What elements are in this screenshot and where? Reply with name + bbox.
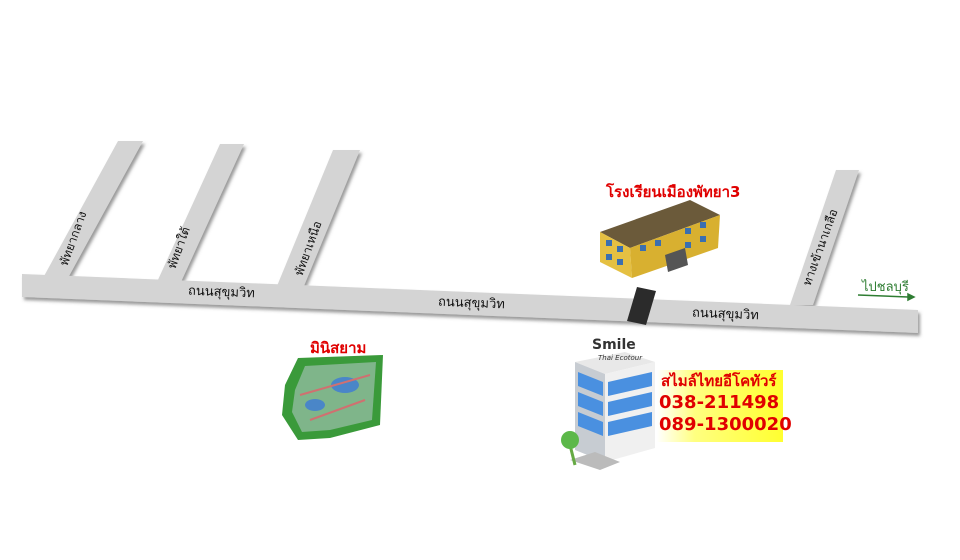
school-building-icon bbox=[600, 200, 720, 278]
road-label-sukhumvit-2: ถนนสุขุมวิท bbox=[437, 294, 506, 313]
road-pattaya-tai bbox=[157, 144, 244, 282]
road-label-sukhumvit-3: ถนนสุขุมวิท bbox=[691, 305, 760, 324]
office-phone-2: 089-1300020 bbox=[659, 414, 792, 435]
road-pattaya-nua bbox=[277, 150, 360, 286]
smile-logo: Smile bbox=[592, 337, 636, 353]
minisiam-map-icon bbox=[282, 355, 383, 440]
arrow-right-icon bbox=[857, 292, 916, 302]
road-label-sukhumvit-1: ถนนสุขุมวิท bbox=[187, 283, 256, 302]
office-info-box: สไมล์ไทยอีโคทัวร์ 038-211498 089-1300020 bbox=[657, 370, 792, 442]
smile-logo-sub: Thai Ecotour bbox=[598, 354, 643, 362]
school-label: โรงเรียนเมืองพัทยา3 bbox=[606, 183, 741, 201]
office-name: สไมล์ไทยอีโคทัวร์ bbox=[661, 372, 777, 390]
road-naklua bbox=[790, 170, 859, 305]
minisiam-label: มินิสยาม bbox=[310, 339, 367, 357]
office-phone-1: 038-211498 bbox=[659, 392, 780, 413]
direction-label: ไปชลบุรี bbox=[862, 280, 909, 295]
road-sukhumvit bbox=[22, 274, 918, 333]
road-pattaya-klang bbox=[43, 141, 143, 278]
office-building-icon bbox=[561, 352, 655, 470]
gate-marker bbox=[627, 287, 656, 325]
